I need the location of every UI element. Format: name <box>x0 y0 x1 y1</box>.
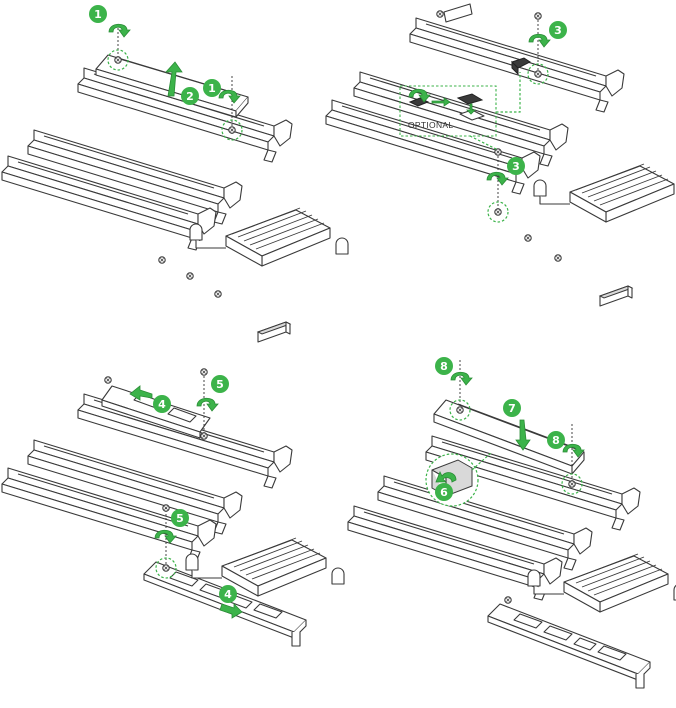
svg-text:7: 7 <box>508 402 516 415</box>
step-badge: 5 <box>211 375 229 393</box>
svg-text:3: 3 <box>554 24 562 37</box>
svg-text:6: 6 <box>440 486 448 499</box>
svg-text:8: 8 <box>440 360 448 373</box>
step-badge: 8 <box>435 357 453 375</box>
step-badge: 5 <box>171 509 189 527</box>
step-badge: 8 <box>547 431 565 449</box>
panel-3-install-ssd: 5 4 5 4 <box>2 369 344 646</box>
step-badge: 6 <box>435 483 453 501</box>
optional-label: OPTIONAL <box>408 120 453 130</box>
svg-text:1: 1 <box>208 82 216 95</box>
svg-text:5: 5 <box>176 512 184 525</box>
heatsink-icon <box>534 164 676 222</box>
step-badge: 4 <box>219 585 237 603</box>
step-badge: 3 <box>507 157 525 175</box>
m2-slot-icon <box>326 18 624 194</box>
svg-text:5: 5 <box>216 378 224 391</box>
svg-text:4: 4 <box>158 398 166 411</box>
svg-text:3: 3 <box>512 160 520 173</box>
panel-1-remove-shield: 1 2 1 <box>2 5 348 342</box>
rubber-pad-icon <box>600 286 632 306</box>
step-badge: 1 <box>203 79 221 97</box>
svg-text:4: 4 <box>224 588 232 601</box>
svg-text:2: 2 <box>186 90 194 103</box>
m2-ssd-icon <box>488 604 650 688</box>
rubber-pad-icon <box>258 322 290 342</box>
svg-text:8: 8 <box>552 434 560 447</box>
step-badge: 4 <box>153 395 171 413</box>
m2-slot-icon <box>2 68 292 250</box>
screw-icon <box>159 257 221 297</box>
step-badge: 7 <box>503 399 521 417</box>
panel-4-install-shield: 8 7 8 6 <box>348 357 676 688</box>
step-badge: 2 <box>181 87 199 105</box>
svg-text:1: 1 <box>94 8 102 21</box>
step-badge: 1 <box>89 5 107 23</box>
panel-2-install-standoff: OPTIONAL 3 3 <box>326 4 676 306</box>
step-badge: 3 <box>549 21 567 39</box>
